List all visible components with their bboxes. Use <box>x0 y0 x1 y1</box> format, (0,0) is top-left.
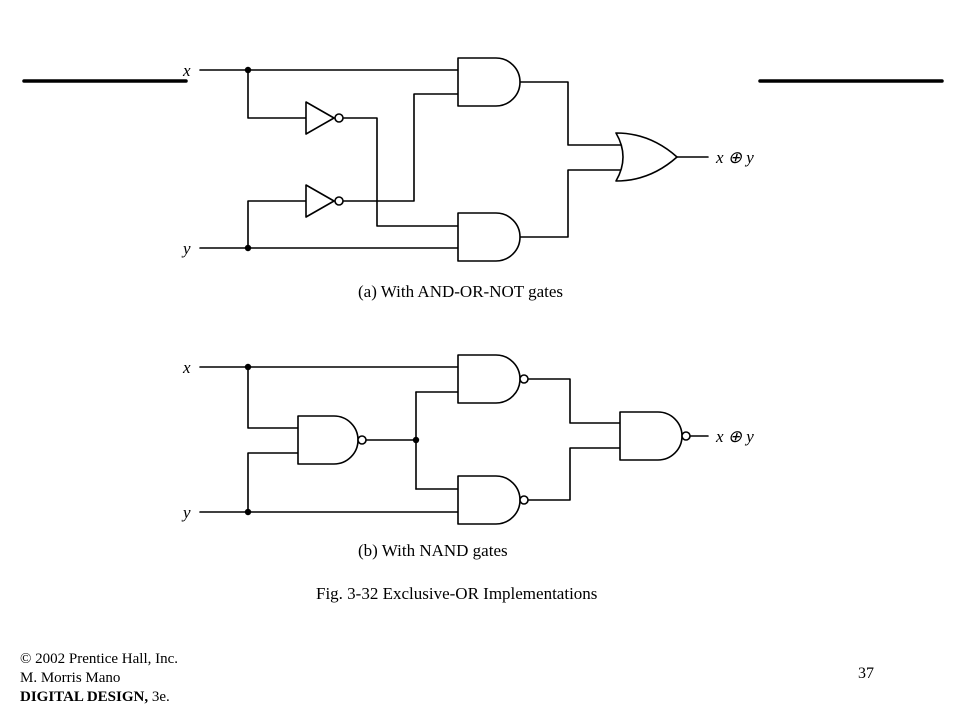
output-label-b: x ⊕ y <box>715 427 754 446</box>
junction-dot <box>244 363 252 371</box>
caption-b: (b) With NAND gates <box>358 541 508 560</box>
input-label-y-a: y <box>181 239 191 258</box>
not-gate-y <box>305 184 344 218</box>
and-gate-bottom <box>457 212 521 262</box>
junction-dot <box>244 66 252 74</box>
junction-dot <box>412 436 420 444</box>
nand-gate-output <box>619 411 691 461</box>
book-title: DIGITAL DESIGN, <box>20 689 149 705</box>
junction-dot <box>244 244 252 252</box>
footer-credits: © 2002 Prentice Hall, Inc. M. Morris Man… <box>20 650 178 707</box>
page-number: 37 <box>858 665 874 682</box>
input-label-x-a: x <box>182 61 191 80</box>
input-label-y-b: y <box>181 503 191 522</box>
author-line: M. Morris Mano <box>20 670 121 686</box>
diagram-b <box>199 354 709 525</box>
and-gate-top <box>457 57 521 107</box>
junction-dot <box>244 508 252 516</box>
book-title-line: DIGITAL DESIGN, 3e. <box>20 688 178 707</box>
input-label-x-b: x <box>182 358 191 377</box>
nand-gate-bottom <box>457 475 529 525</box>
copyright-line: © 2002 Prentice Hall, Inc. <box>20 651 179 667</box>
not-gate-x <box>305 101 344 135</box>
caption-a: (a) With AND-OR-NOT gates <box>358 282 563 301</box>
book-edition: 3e. <box>148 689 170 705</box>
nand-gate-top <box>457 354 529 404</box>
nand-gate-first <box>297 415 367 465</box>
wires-a <box>199 69 709 249</box>
figure-title: Fig. 3-32 Exclusive-OR Implementations <box>316 584 597 603</box>
output-label-a: x ⊕ y <box>715 148 754 167</box>
or-gate <box>615 132 678 182</box>
diagram-a <box>199 57 709 262</box>
